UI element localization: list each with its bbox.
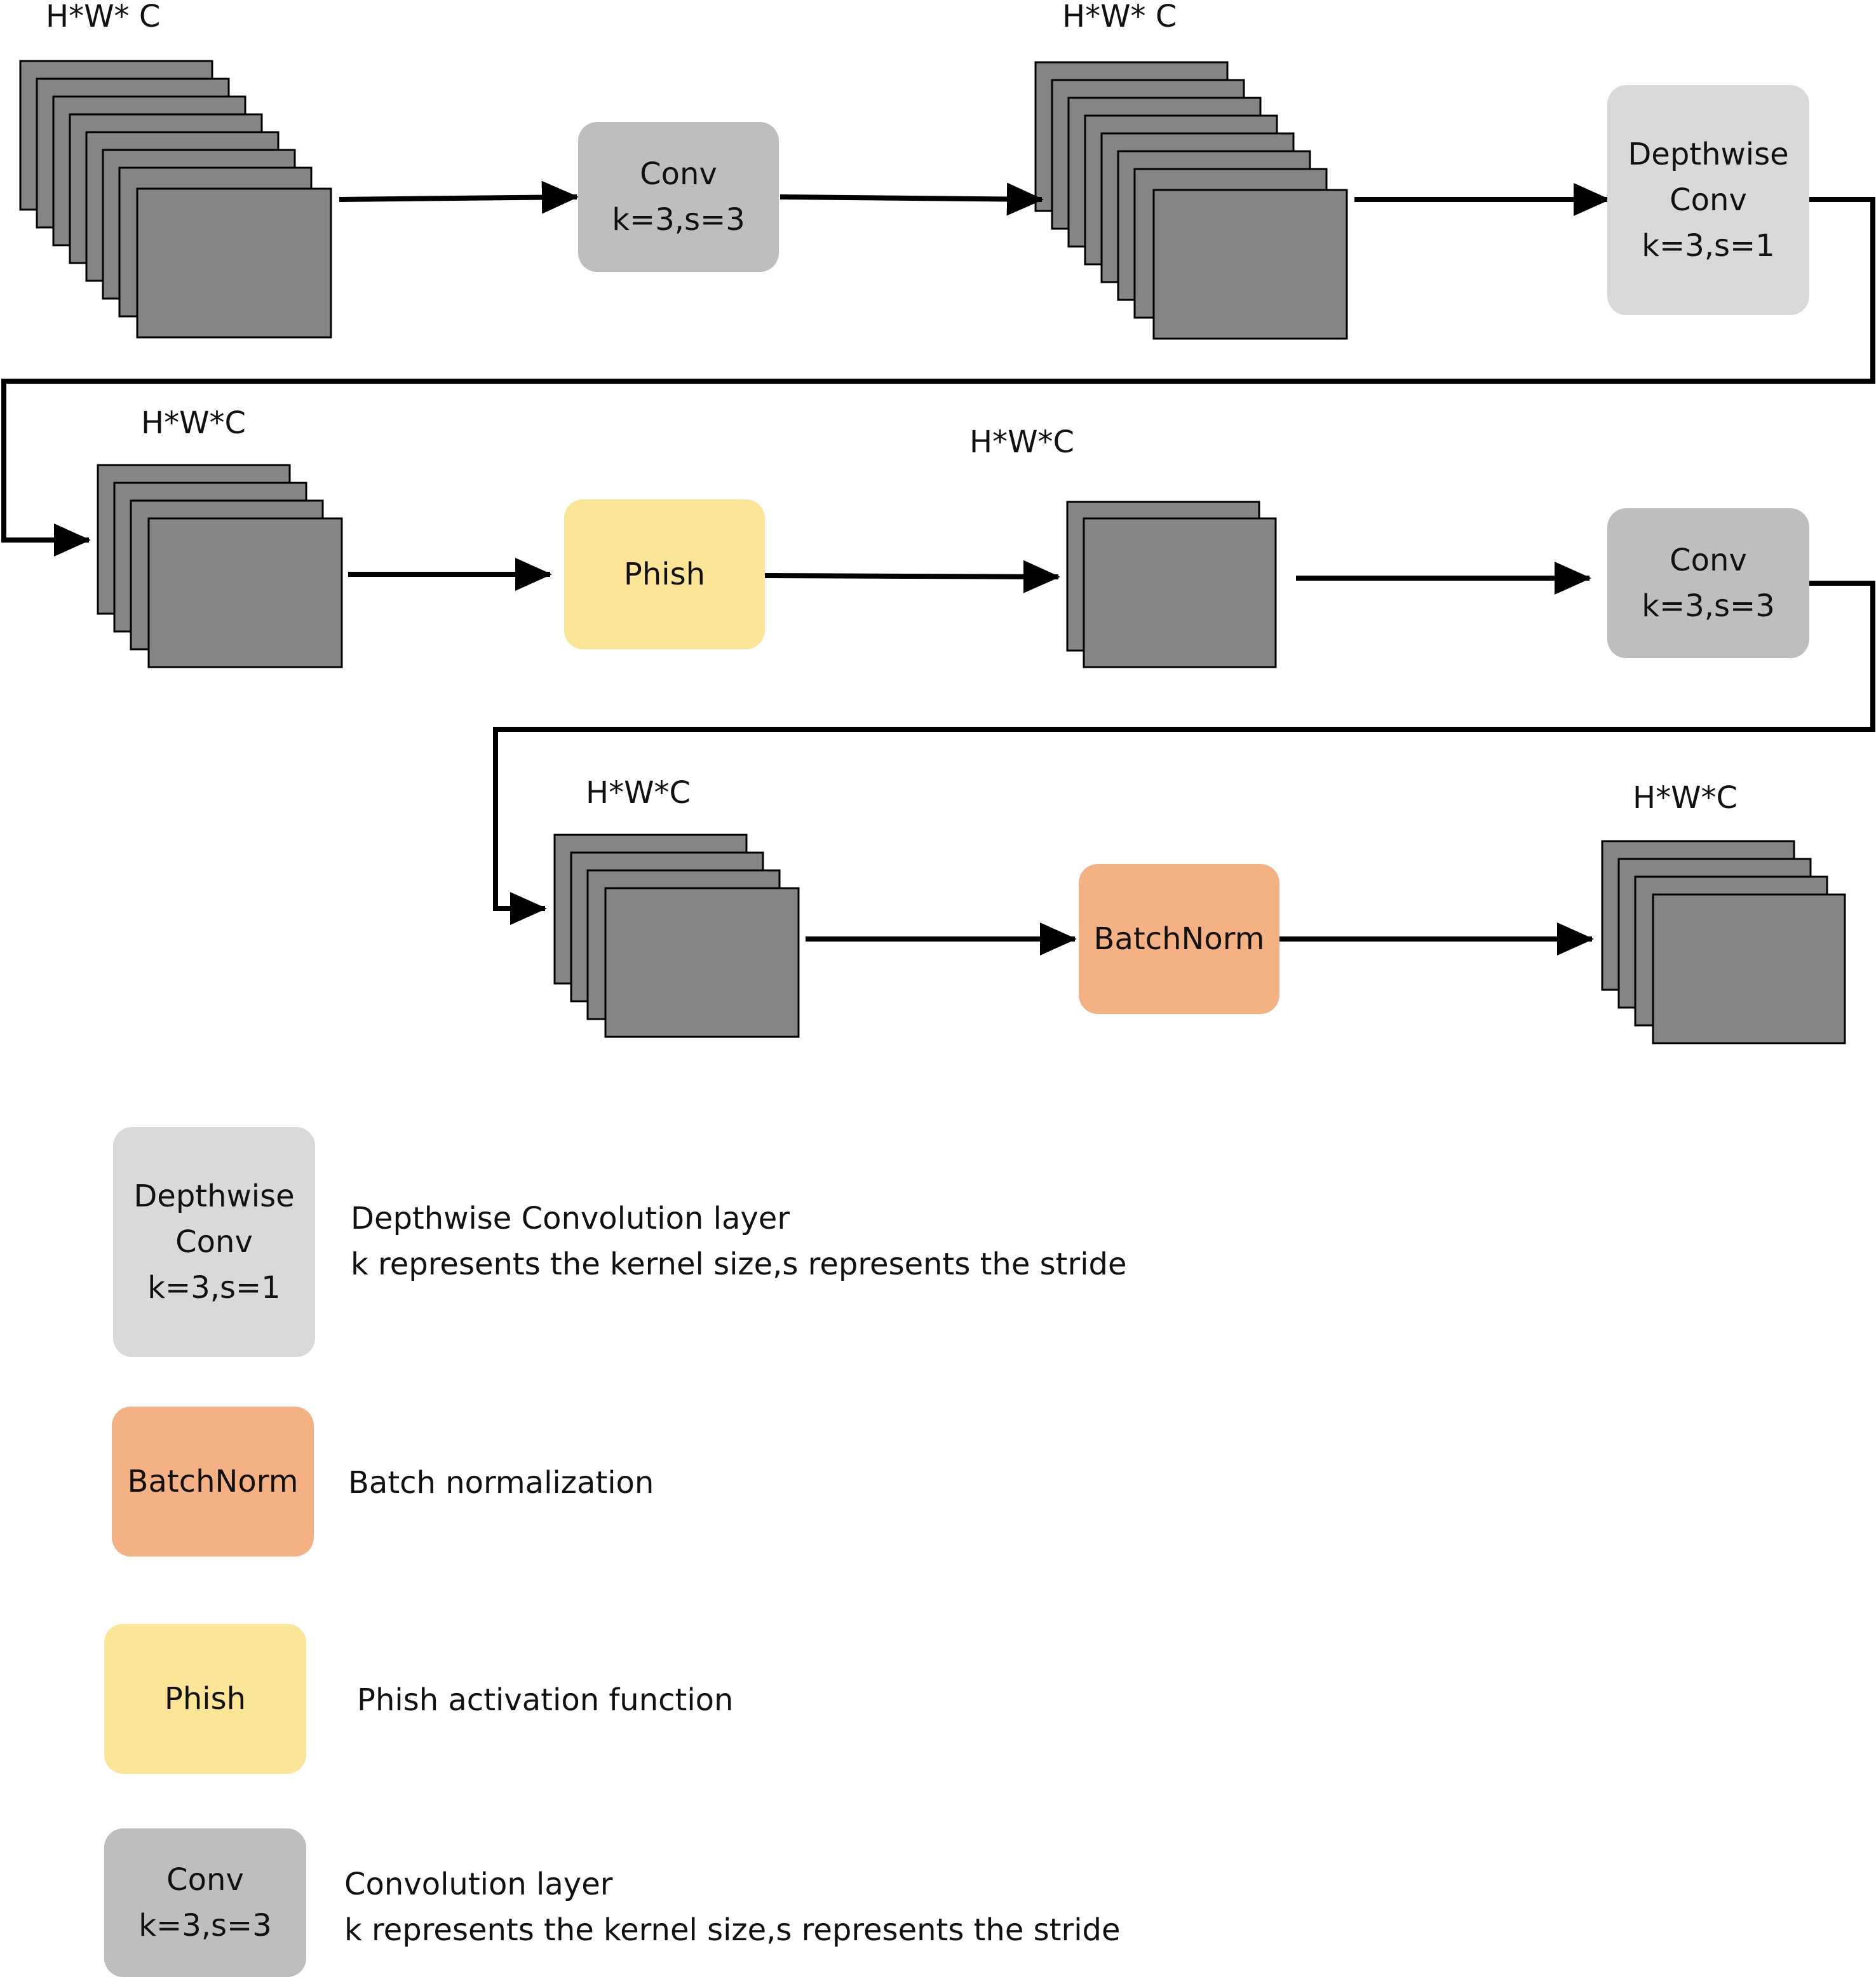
phish-node: Phish [564,499,765,649]
conv-node-1: Conv k=3,s=3 [578,122,779,272]
conv-node-2: Conv k=3,s=3 [1607,508,1809,658]
conv-node-1-name: Conv [640,156,717,192]
feature-map-stack-6 [1601,840,1846,1044]
legend-depthwise-swatch: Depthwise Conv k=3,s=1 [113,1127,315,1357]
conv-node-2-params: k=3,s=3 [1642,588,1775,624]
feature-map-stack-2 [1034,61,1348,340]
feature-map-label-4: H*W*C [969,424,1075,460]
batchnorm-node: BatchNorm [1079,864,1279,1014]
legend-depthwise-desc-line2: k represents the kernel size,s represent… [351,1246,1127,1282]
depthwise-conv-node-type: Conv [1670,182,1747,218]
legend-conv-swatch: Conv k=3,s=3 [104,1828,306,1977]
legend-depthwise-type: Conv [175,1224,253,1260]
arrow-conv1-to-fm2 [779,182,1044,216]
feature-map-label-1: H*W* C [46,0,161,34]
feature-map-label-2: H*W* C [1062,0,1177,34]
feature-map-stack-5 [553,834,800,1038]
legend-depthwise-desc-line1: Depthwise Convolution layer [351,1201,790,1236]
arrow-phish-to-fm4 [762,560,1060,593]
legend-batchnorm-swatch: BatchNorm [112,1407,314,1557]
legend-depthwise-description: Depthwise Convolution layer k represents… [351,1196,1127,1287]
legend-batchnorm-name: BatchNorm [127,1464,299,1499]
legend-conv-desc-line1: Convolution layer [344,1867,613,1902]
arrow-fm1-to-conv1 [339,180,579,214]
conv-node-2-name: Conv [1670,543,1747,578]
legend-depthwise-name: Depthwise [133,1179,295,1214]
legend-conv-params: k=3,s=3 [138,1908,272,1943]
feature-map-stack-3 [97,464,343,668]
feature-map-stack-4 [1066,501,1277,668]
legend-phish-desc-line1: Phish activation function [357,1682,734,1718]
legend-conv-description: Convolution layer k represents the kerne… [344,1861,1121,1953]
legend-conv-desc-line2: k represents the kernel size,s represent… [344,1912,1121,1948]
legend-phish-description: Phish activation function [357,1677,733,1723]
feature-map-label-3: H*W*C [141,405,246,441]
feature-map-label-6: H*W*C [1633,780,1738,816]
legend-phish-name: Phish [164,1681,246,1717]
legend-batchnorm-description: Batch normalization [348,1460,654,1506]
depthwise-conv-node-name: Depthwise [1628,137,1789,172]
legend-phish-swatch: Phish [104,1624,306,1774]
connector-depthwise-to-fm3 [1,197,1875,557]
legend-conv-name: Conv [166,1862,244,1898]
batchnorm-node-name: BatchNorm [1093,921,1265,957]
depthwise-conv-node: Depthwise Conv k=3,s=1 [1607,85,1809,315]
legend-batchnorm-desc-line1: Batch normalization [348,1465,654,1501]
feature-map-label-5: H*W*C [586,775,691,811]
phish-node-name: Phish [623,557,706,592]
legend-depthwise-params: k=3,s=1 [147,1270,281,1306]
connector-conv2-to-fm5 [493,581,1875,925]
conv-node-1-params: k=3,s=3 [612,202,745,238]
feature-map-stack-1 [19,60,332,339]
depthwise-conv-node-params: k=3,s=1 [1642,228,1775,264]
